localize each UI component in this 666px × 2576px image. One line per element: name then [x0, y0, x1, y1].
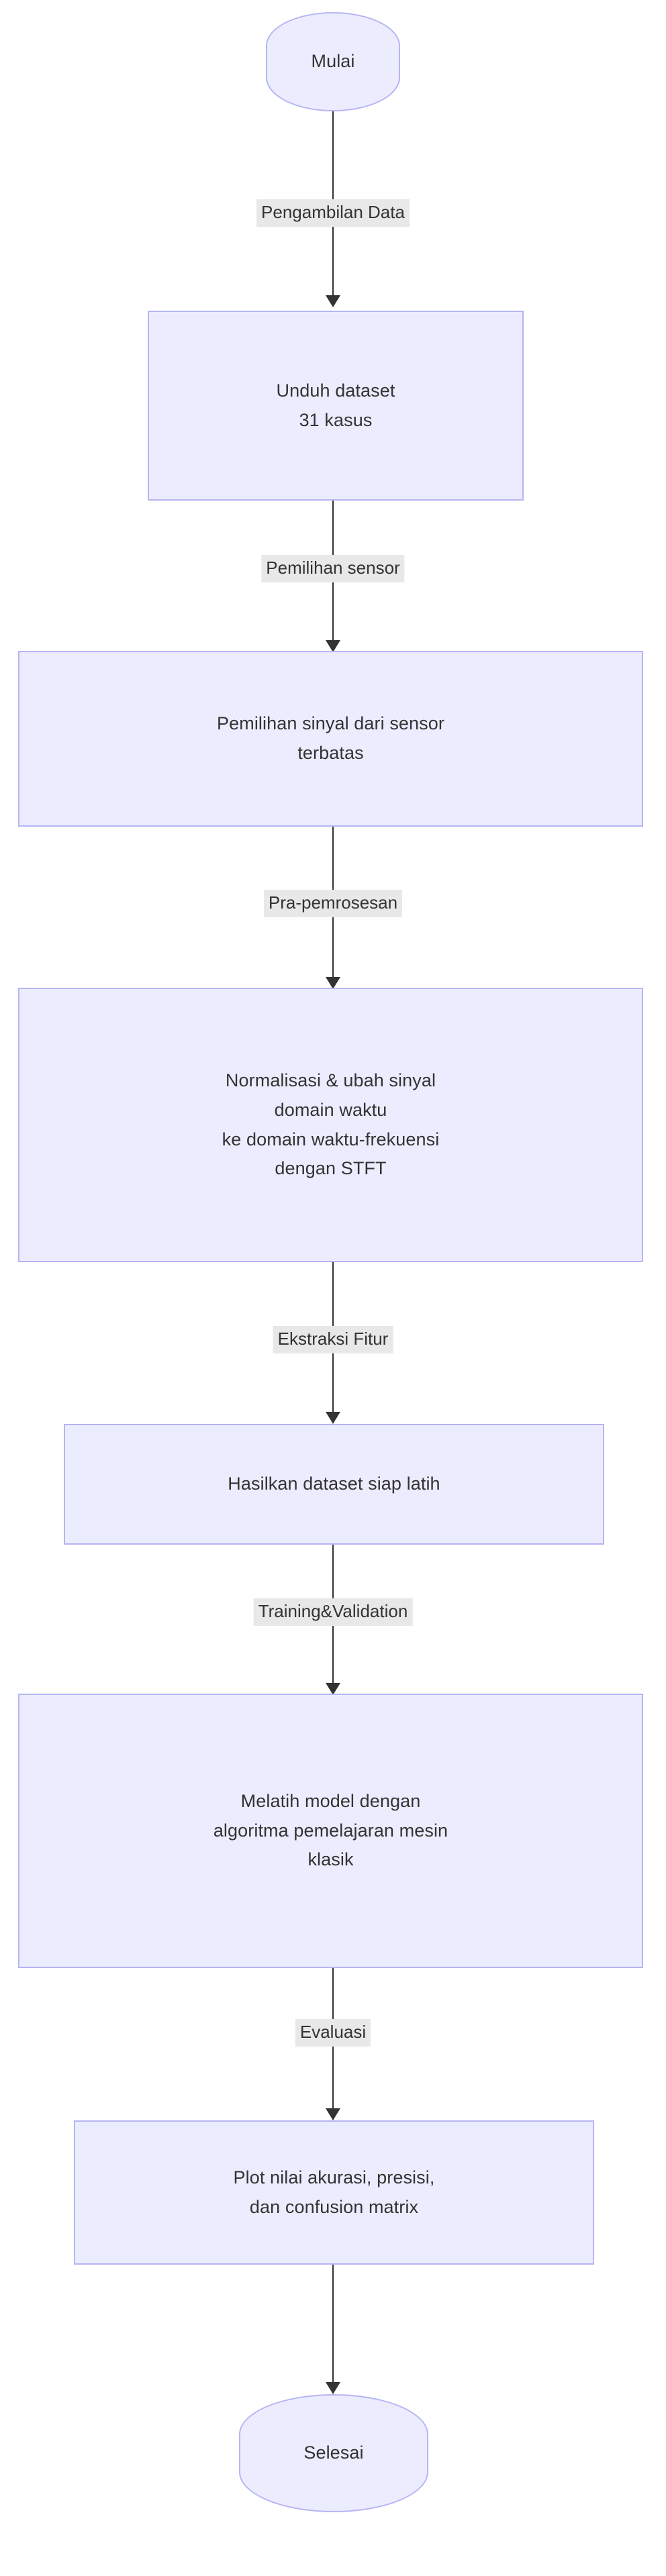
- edge-label-pengambilan-data: Pengambilan Data: [256, 199, 410, 227]
- edge-arrow-start-to-download: [326, 295, 340, 307]
- edge-line-evaluate-to-end: [332, 2265, 334, 2393]
- node-plot-evaluasi-label: Plot nilai akurasi, presisi, dan confusi…: [233, 2167, 435, 2217]
- edge-label-pra-pemrosesan: Pra-pemrosesan: [263, 890, 403, 918]
- edge-arrow-train-to-evaluate: [326, 2108, 340, 2120]
- edge-label-evaluasi: Evaluasi: [295, 2019, 371, 2047]
- node-hasilkan-dataset[interactable]: Hasilkan dataset siap latih: [64, 1424, 604, 1545]
- node-plot-evaluasi[interactable]: Plot nilai akurasi, presisi, dan confusi…: [74, 2120, 594, 2265]
- node-unduh-dataset[interactable]: Unduh dataset 31 kasus: [148, 311, 524, 501]
- node-pemilihan-sinyal-label: Pemilihan sinyal dari sensor terbatas: [217, 713, 444, 763]
- node-melatih-model-label: Melatih model dengan algoritma pemelajar…: [213, 1790, 448, 1870]
- node-start-mulai-label: Mulai: [311, 51, 355, 72]
- edge-label-pemilihan-sensor: Pemilihan sensor: [261, 555, 405, 583]
- node-hasilkan-dataset-label: Hasilkan dataset siap latih: [228, 1474, 440, 1494]
- node-start-mulai[interactable]: Mulai: [266, 12, 400, 111]
- edge-arrow-download-to-sensor: [326, 640, 340, 652]
- edge-label-ekstraksi-fitur: Ekstraksi Fitur: [273, 1326, 393, 1354]
- node-end-selesai-label: Selesai: [303, 2442, 364, 2463]
- edge-arrow-sensor-to-preprocess: [326, 977, 340, 989]
- edge-arrow-dataset-to-train: [326, 1683, 340, 1695]
- edge-label-training-validation: Training&Validation: [253, 1598, 413, 1627]
- edge-arrow-evaluate-to-end: [326, 2382, 340, 2394]
- node-pemilihan-sinyal[interactable]: Pemilihan sinyal dari sensor terbatas: [18, 651, 643, 827]
- node-melatih-model[interactable]: Melatih model dengan algoritma pemelajar…: [18, 1694, 643, 1968]
- node-unduh-dataset-label: Unduh dataset 31 kasus: [276, 380, 395, 430]
- edge-arrow-preprocess-to-dataset: [326, 1412, 340, 1424]
- node-normalisasi-stft-label: Normalisasi & ubah sinyal domain waktu k…: [222, 1070, 440, 1179]
- node-normalisasi-stft[interactable]: Normalisasi & ubah sinyal domain waktu k…: [18, 988, 643, 1262]
- node-end-selesai[interactable]: Selesai: [239, 2394, 428, 2512]
